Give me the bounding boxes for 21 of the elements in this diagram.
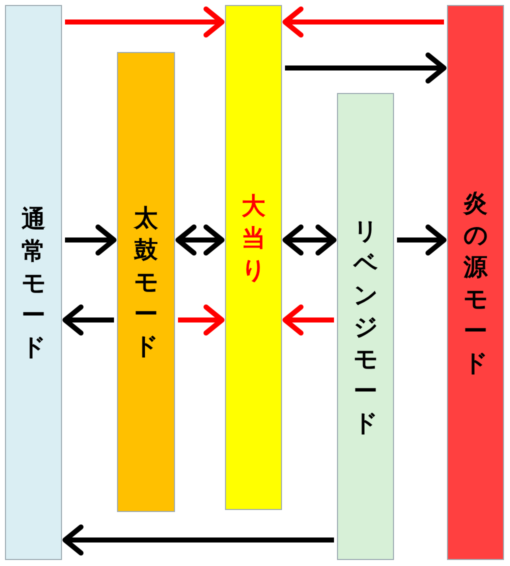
arrow xyxy=(282,304,334,336)
arrow xyxy=(282,224,336,256)
arrow xyxy=(176,224,224,256)
arrow xyxy=(285,52,446,84)
column-label: 通常モード xyxy=(22,204,46,362)
mode-column xyxy=(117,52,175,512)
arrow xyxy=(282,6,444,38)
arrow xyxy=(62,524,334,556)
mode-column xyxy=(225,5,282,510)
arrow xyxy=(65,224,116,256)
column-label: 大当り xyxy=(242,190,266,286)
arrow xyxy=(65,6,224,38)
column-label: 炎の源モード xyxy=(464,188,488,378)
column-label: リベンジモード xyxy=(354,216,378,438)
mode-column xyxy=(5,5,62,560)
mode-column xyxy=(447,5,504,560)
arrow xyxy=(178,304,224,336)
arrow xyxy=(62,304,114,336)
mode-column xyxy=(337,93,394,560)
arrow xyxy=(397,224,446,256)
column-label: 太鼓モード xyxy=(134,203,158,362)
